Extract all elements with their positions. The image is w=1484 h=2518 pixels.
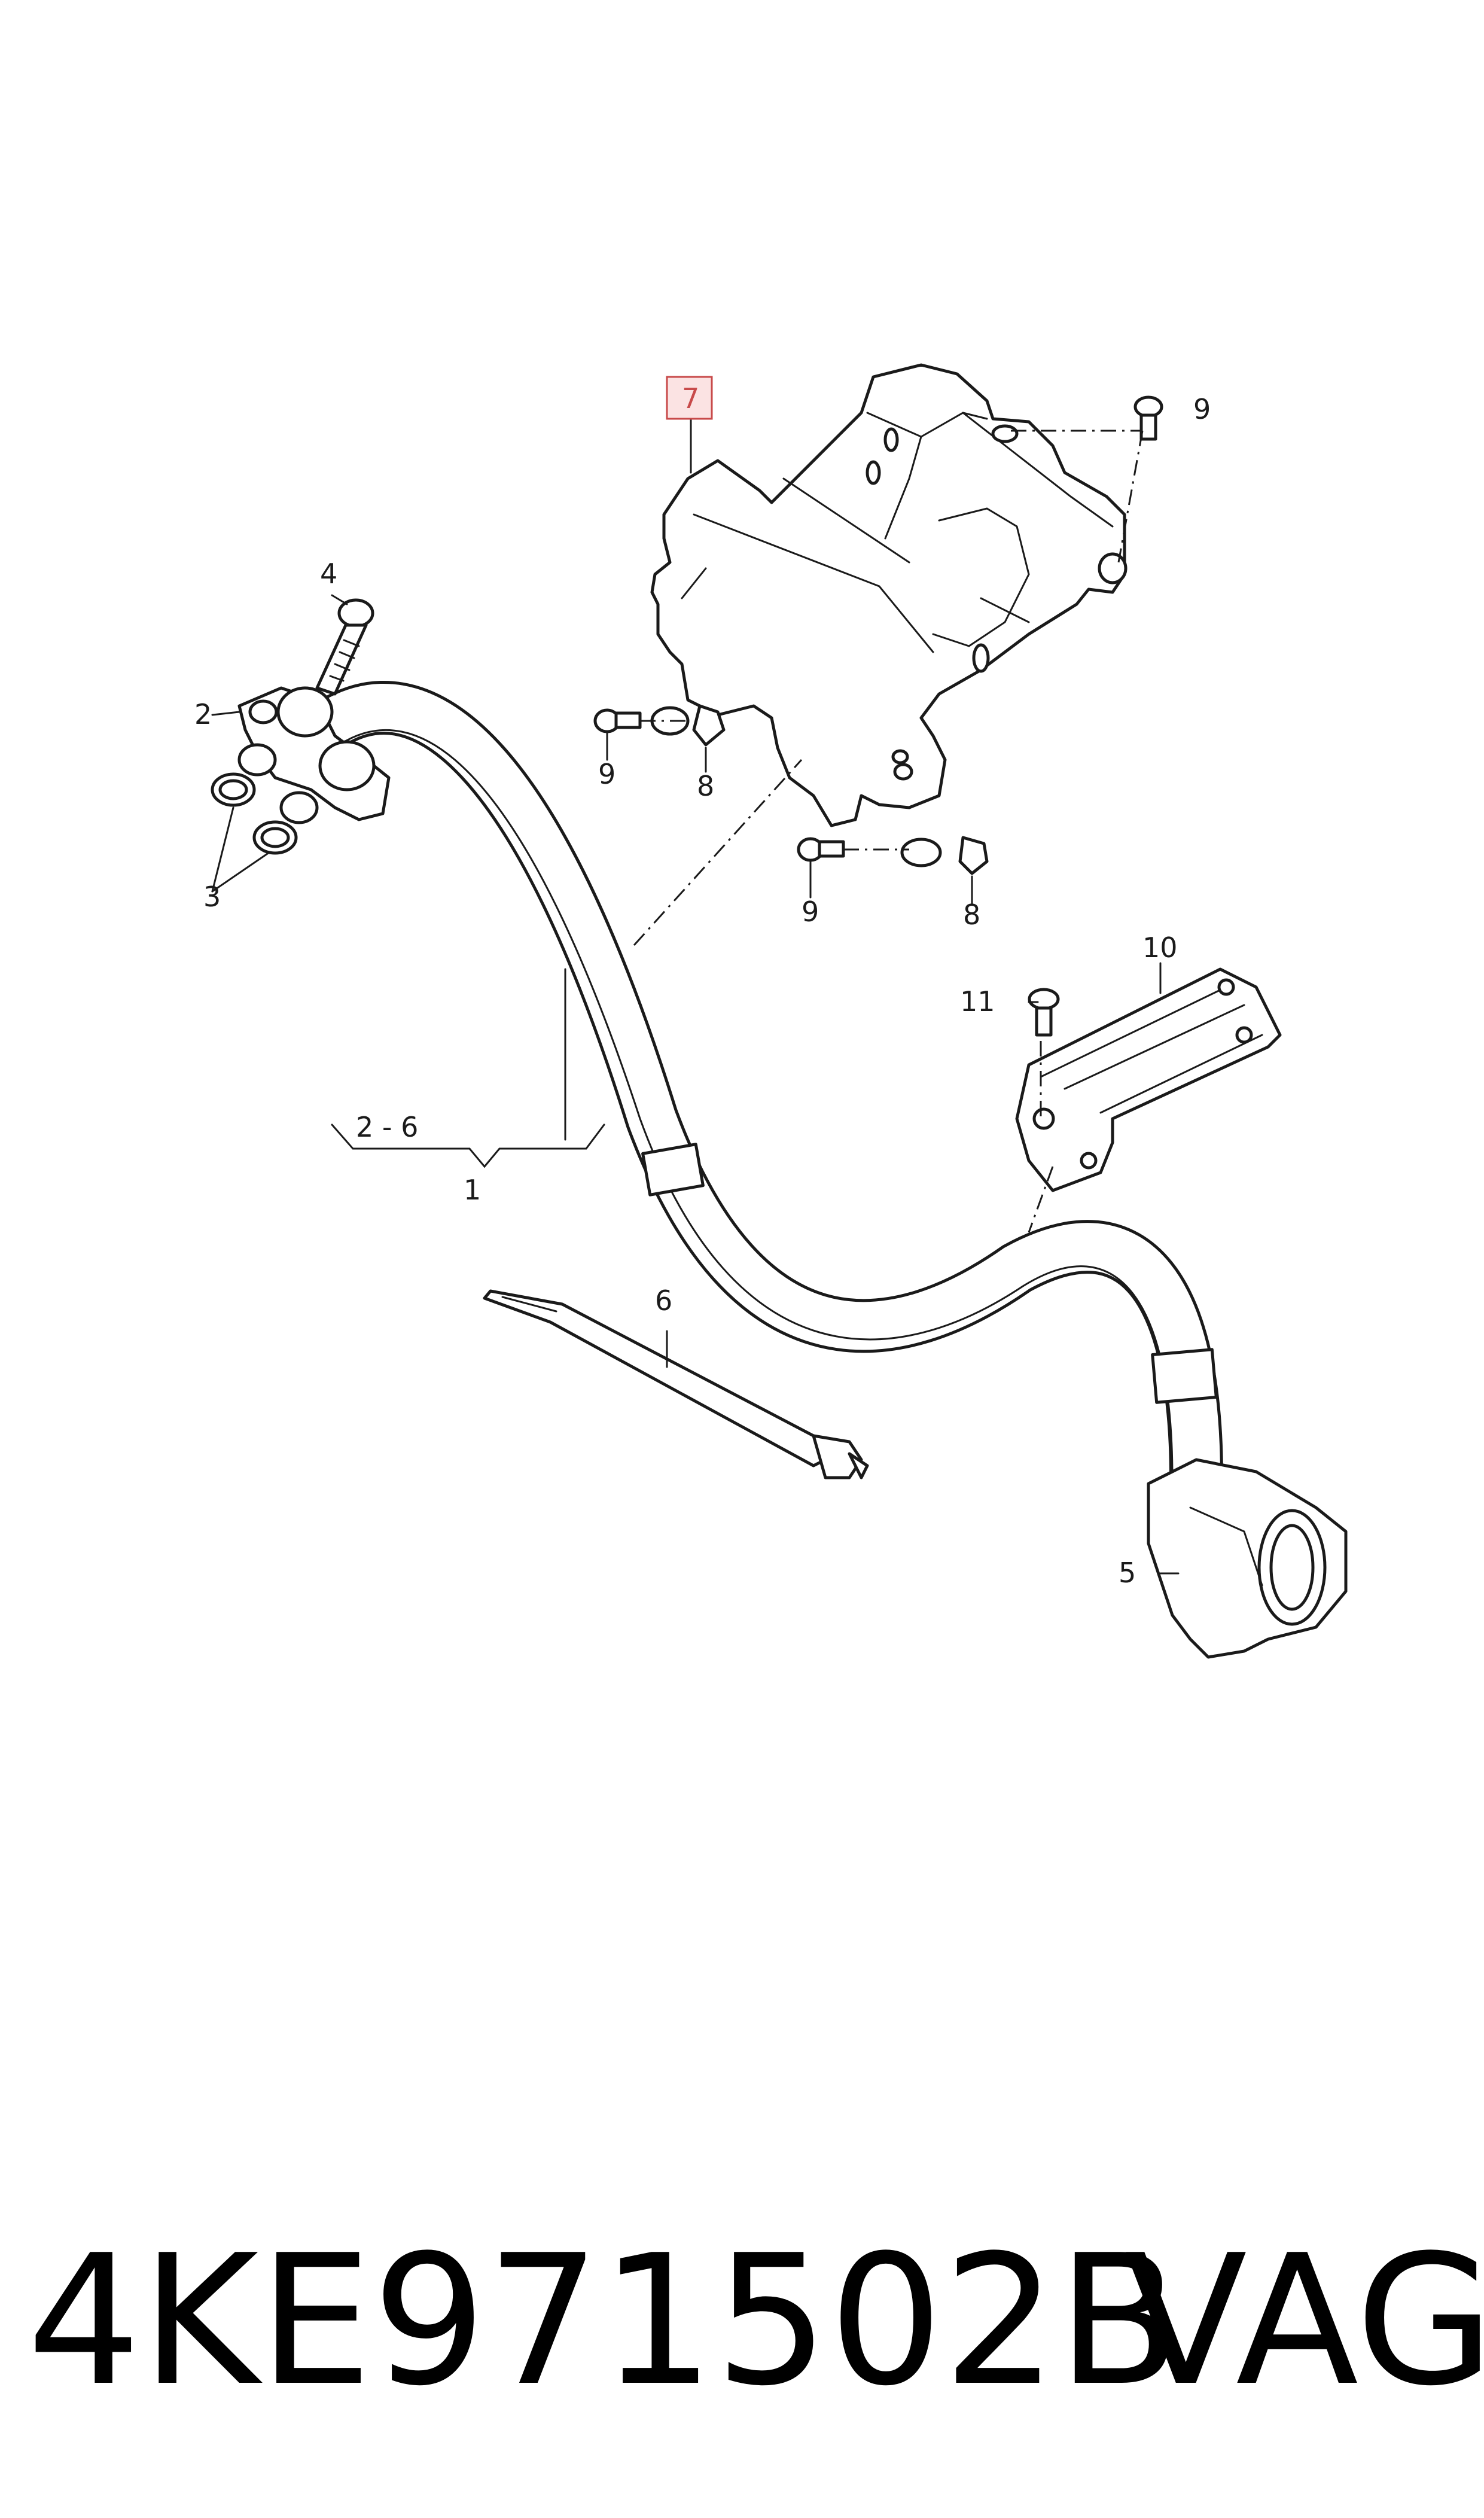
screw-11-part — [1028, 988, 1060, 1037]
callout-10: 10 — [1142, 931, 1178, 964]
callout-6: 6 — [655, 1284, 672, 1317]
callout-1: 1 — [464, 1174, 481, 1206]
leader-lines — [211, 418, 1180, 1575]
callout-9-top: 9 — [1193, 393, 1211, 425]
screw-9-left-part — [593, 708, 642, 733]
cable-harness-part — [296, 681, 1223, 1505]
screw-9-top-part — [1133, 395, 1163, 441]
cable-tie-part — [483, 1289, 869, 1479]
callout-2: 2 — [194, 698, 212, 730]
coupling-part — [237, 686, 391, 824]
callout-8-left: 8 — [697, 770, 714, 802]
clip-8-lower-part — [900, 836, 989, 875]
part-number-text: 4KE971502B — [27, 2216, 1181, 2425]
callout-7-highlight: 7 — [666, 376, 713, 420]
callout-11: 11 — [960, 985, 995, 1018]
callout-4: 4 — [320, 558, 337, 590]
brand-text: VAG — [1125, 2216, 1484, 2425]
callout-labels: 1 2 2 - 6 3 4 5 6 7 8 8 9 9 9 10 11 — [194, 376, 1211, 1589]
screw-9-lower-part — [797, 837, 845, 862]
cover-shield-part — [650, 363, 1128, 827]
callout-2-6: 2 - 6 — [356, 1111, 418, 1143]
callout-7: 7 — [682, 382, 699, 415]
callout-3: 3 — [203, 881, 221, 913]
bolt-4-part — [315, 598, 374, 696]
callout-5: 5 — [1119, 1557, 1136, 1589]
clip-8-left-part — [650, 704, 726, 747]
callout-9-left: 9 — [598, 758, 615, 790]
bracket-10-part — [1015, 967, 1282, 1192]
callout-8-lower: 8 — [963, 899, 980, 931]
seal-rings-part — [211, 772, 298, 855]
callout-9-lower: 9 — [802, 896, 819, 928]
connector-part — [1147, 1458, 1348, 1659]
